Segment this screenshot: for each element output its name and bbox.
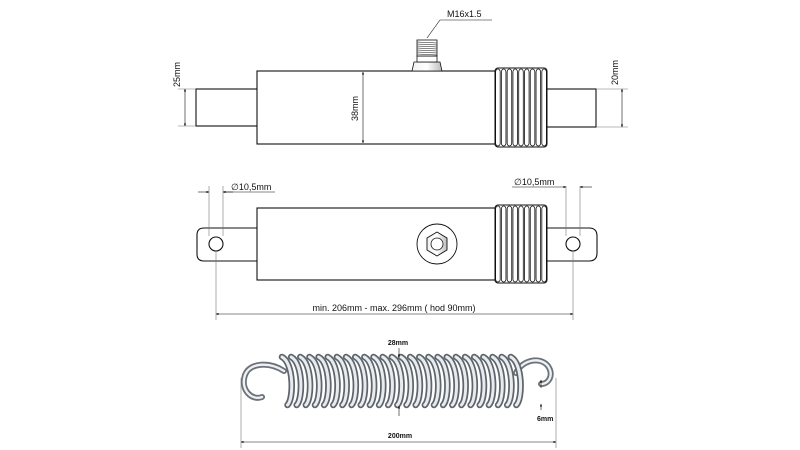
spring-turn	[298, 355, 312, 407]
coil-turn	[541, 205, 547, 283]
spring-turn	[335, 355, 349, 407]
spring-turn	[472, 355, 486, 407]
spring-turn	[326, 355, 339, 407]
thread-label: M16x1.5	[447, 9, 482, 19]
coil-turn	[512, 68, 518, 147]
right-rod	[545, 88, 597, 128]
spring-turn	[372, 355, 385, 407]
spring-turn	[417, 355, 431, 407]
coil-turn	[535, 205, 542, 283]
coil-turn	[518, 68, 524, 147]
spring-turn	[481, 355, 495, 407]
rod-diameter-left-label: 25mm	[172, 62, 182, 87]
spring-turn	[454, 355, 468, 407]
spring-turn	[362, 355, 376, 407]
left-eye	[196, 227, 259, 262]
spring-turn	[399, 355, 413, 407]
spring-turn	[381, 355, 394, 407]
cylinder-body	[256, 70, 498, 145]
rod-diameter-right-label: 20mm	[610, 60, 620, 85]
spring-turn	[445, 355, 458, 407]
coil-turn	[524, 68, 530, 147]
thread-fitting	[411, 39, 443, 72]
top-view: M16x1.5 25mm 38mm 20mm	[172, 9, 628, 148]
side-view: ∅10,5mm ∅10,5mm min. 206mm - max. 296mm …	[196, 177, 598, 320]
coil-turn	[506, 205, 513, 283]
coil-turn	[529, 68, 536, 147]
spring-turn	[509, 355, 523, 407]
coil-turn	[495, 205, 501, 283]
coil-turn	[495, 68, 501, 147]
spring-turn	[317, 355, 330, 407]
left-rod	[195, 88, 259, 127]
coil-turn	[506, 68, 513, 147]
spring-wire-label: 6mm	[537, 416, 553, 423]
spring-diameter-label: 28mm	[388, 340, 408, 347]
spring-coils	[278, 353, 524, 409]
coil-turn	[512, 205, 518, 283]
side-cylinder-body	[256, 207, 498, 281]
body-coil-group	[494, 67, 548, 148]
spring-turn	[289, 355, 303, 407]
spring-turn	[353, 355, 367, 407]
coil-turn	[518, 205, 524, 283]
length-label: min. 206mm - max. 296mm ( hod 90mm)	[312, 303, 475, 313]
spring: 28mm 6mm 200mm	[240, 340, 557, 448]
hole-right-label: ∅10,5mm	[514, 177, 554, 187]
coil-turn	[500, 68, 507, 147]
spring-turn	[280, 355, 294, 407]
body-diameter-label: 38mm	[350, 96, 360, 121]
spring-turn	[307, 355, 321, 407]
right-eye	[545, 227, 598, 262]
side-coil-group	[494, 204, 548, 284]
spring-turn	[390, 355, 404, 407]
port-fitting	[416, 223, 458, 265]
spring-turn	[500, 355, 513, 407]
spring-length-label: 200mm	[388, 433, 412, 440]
coil-turn	[535, 68, 542, 147]
coil-turn	[500, 205, 507, 283]
coil-turn	[529, 205, 536, 283]
spring-turn	[491, 355, 504, 407]
spring-turn	[408, 355, 422, 407]
hole-left-label: ∅10,5mm	[231, 182, 271, 192]
spring-turn	[436, 355, 449, 407]
spring-turn	[426, 355, 440, 407]
coil-turn	[524, 205, 530, 283]
coil-turn	[541, 68, 547, 147]
spring-turn	[463, 355, 477, 407]
spring-turn	[344, 355, 358, 407]
